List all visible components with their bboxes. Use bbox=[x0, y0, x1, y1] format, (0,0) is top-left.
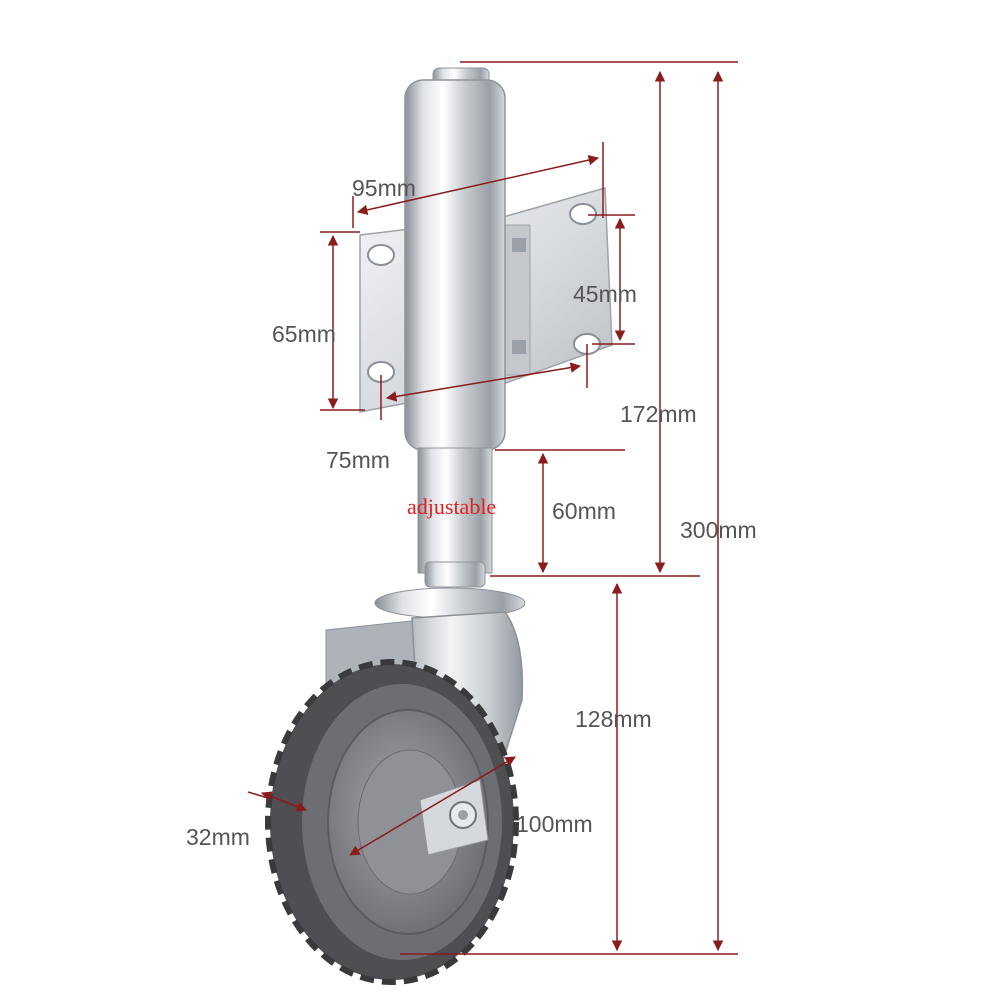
dim-extension bbox=[247, 791, 269, 799]
spring-cylinder bbox=[404, 79, 506, 451]
dim-line-wheel-diameter bbox=[349, 756, 516, 856]
label-bracket-width: 95mm bbox=[352, 175, 416, 201]
label-adjustable-travel: 60mm bbox=[552, 498, 616, 524]
label-hole-spacing-diagonal: 75mm bbox=[326, 447, 390, 473]
label-bracket-height: 65mm bbox=[272, 321, 336, 347]
label-hole-spacing-vertical: 45mm bbox=[573, 281, 637, 307]
mount-hole bbox=[569, 203, 597, 225]
wheel bbox=[265, 659, 519, 985]
label-wheel-diameter: 100mm bbox=[516, 811, 593, 837]
label-caster-height: 128mm bbox=[575, 706, 652, 732]
dimension-lines bbox=[247, 61, 738, 955]
dim-line-hole-diagonal bbox=[385, 362, 582, 402]
dim-line-wheel-width bbox=[261, 791, 307, 812]
label-total-height: 300mm bbox=[680, 517, 757, 543]
label-upper-height: 172mm bbox=[620, 401, 697, 427]
caster-illustration bbox=[265, 67, 613, 985]
dim-line-bracket-width bbox=[356, 154, 600, 216]
adjustable-rod bbox=[417, 447, 493, 574]
dimension-labels: 95mm 65mm 45mm 75mm 172mm 300mm adjustab… bbox=[186, 175, 757, 850]
label-adjustable-note: adjustable bbox=[407, 494, 496, 519]
label-wheel-width: 32mm bbox=[186, 824, 250, 850]
mount-hole bbox=[367, 244, 395, 266]
